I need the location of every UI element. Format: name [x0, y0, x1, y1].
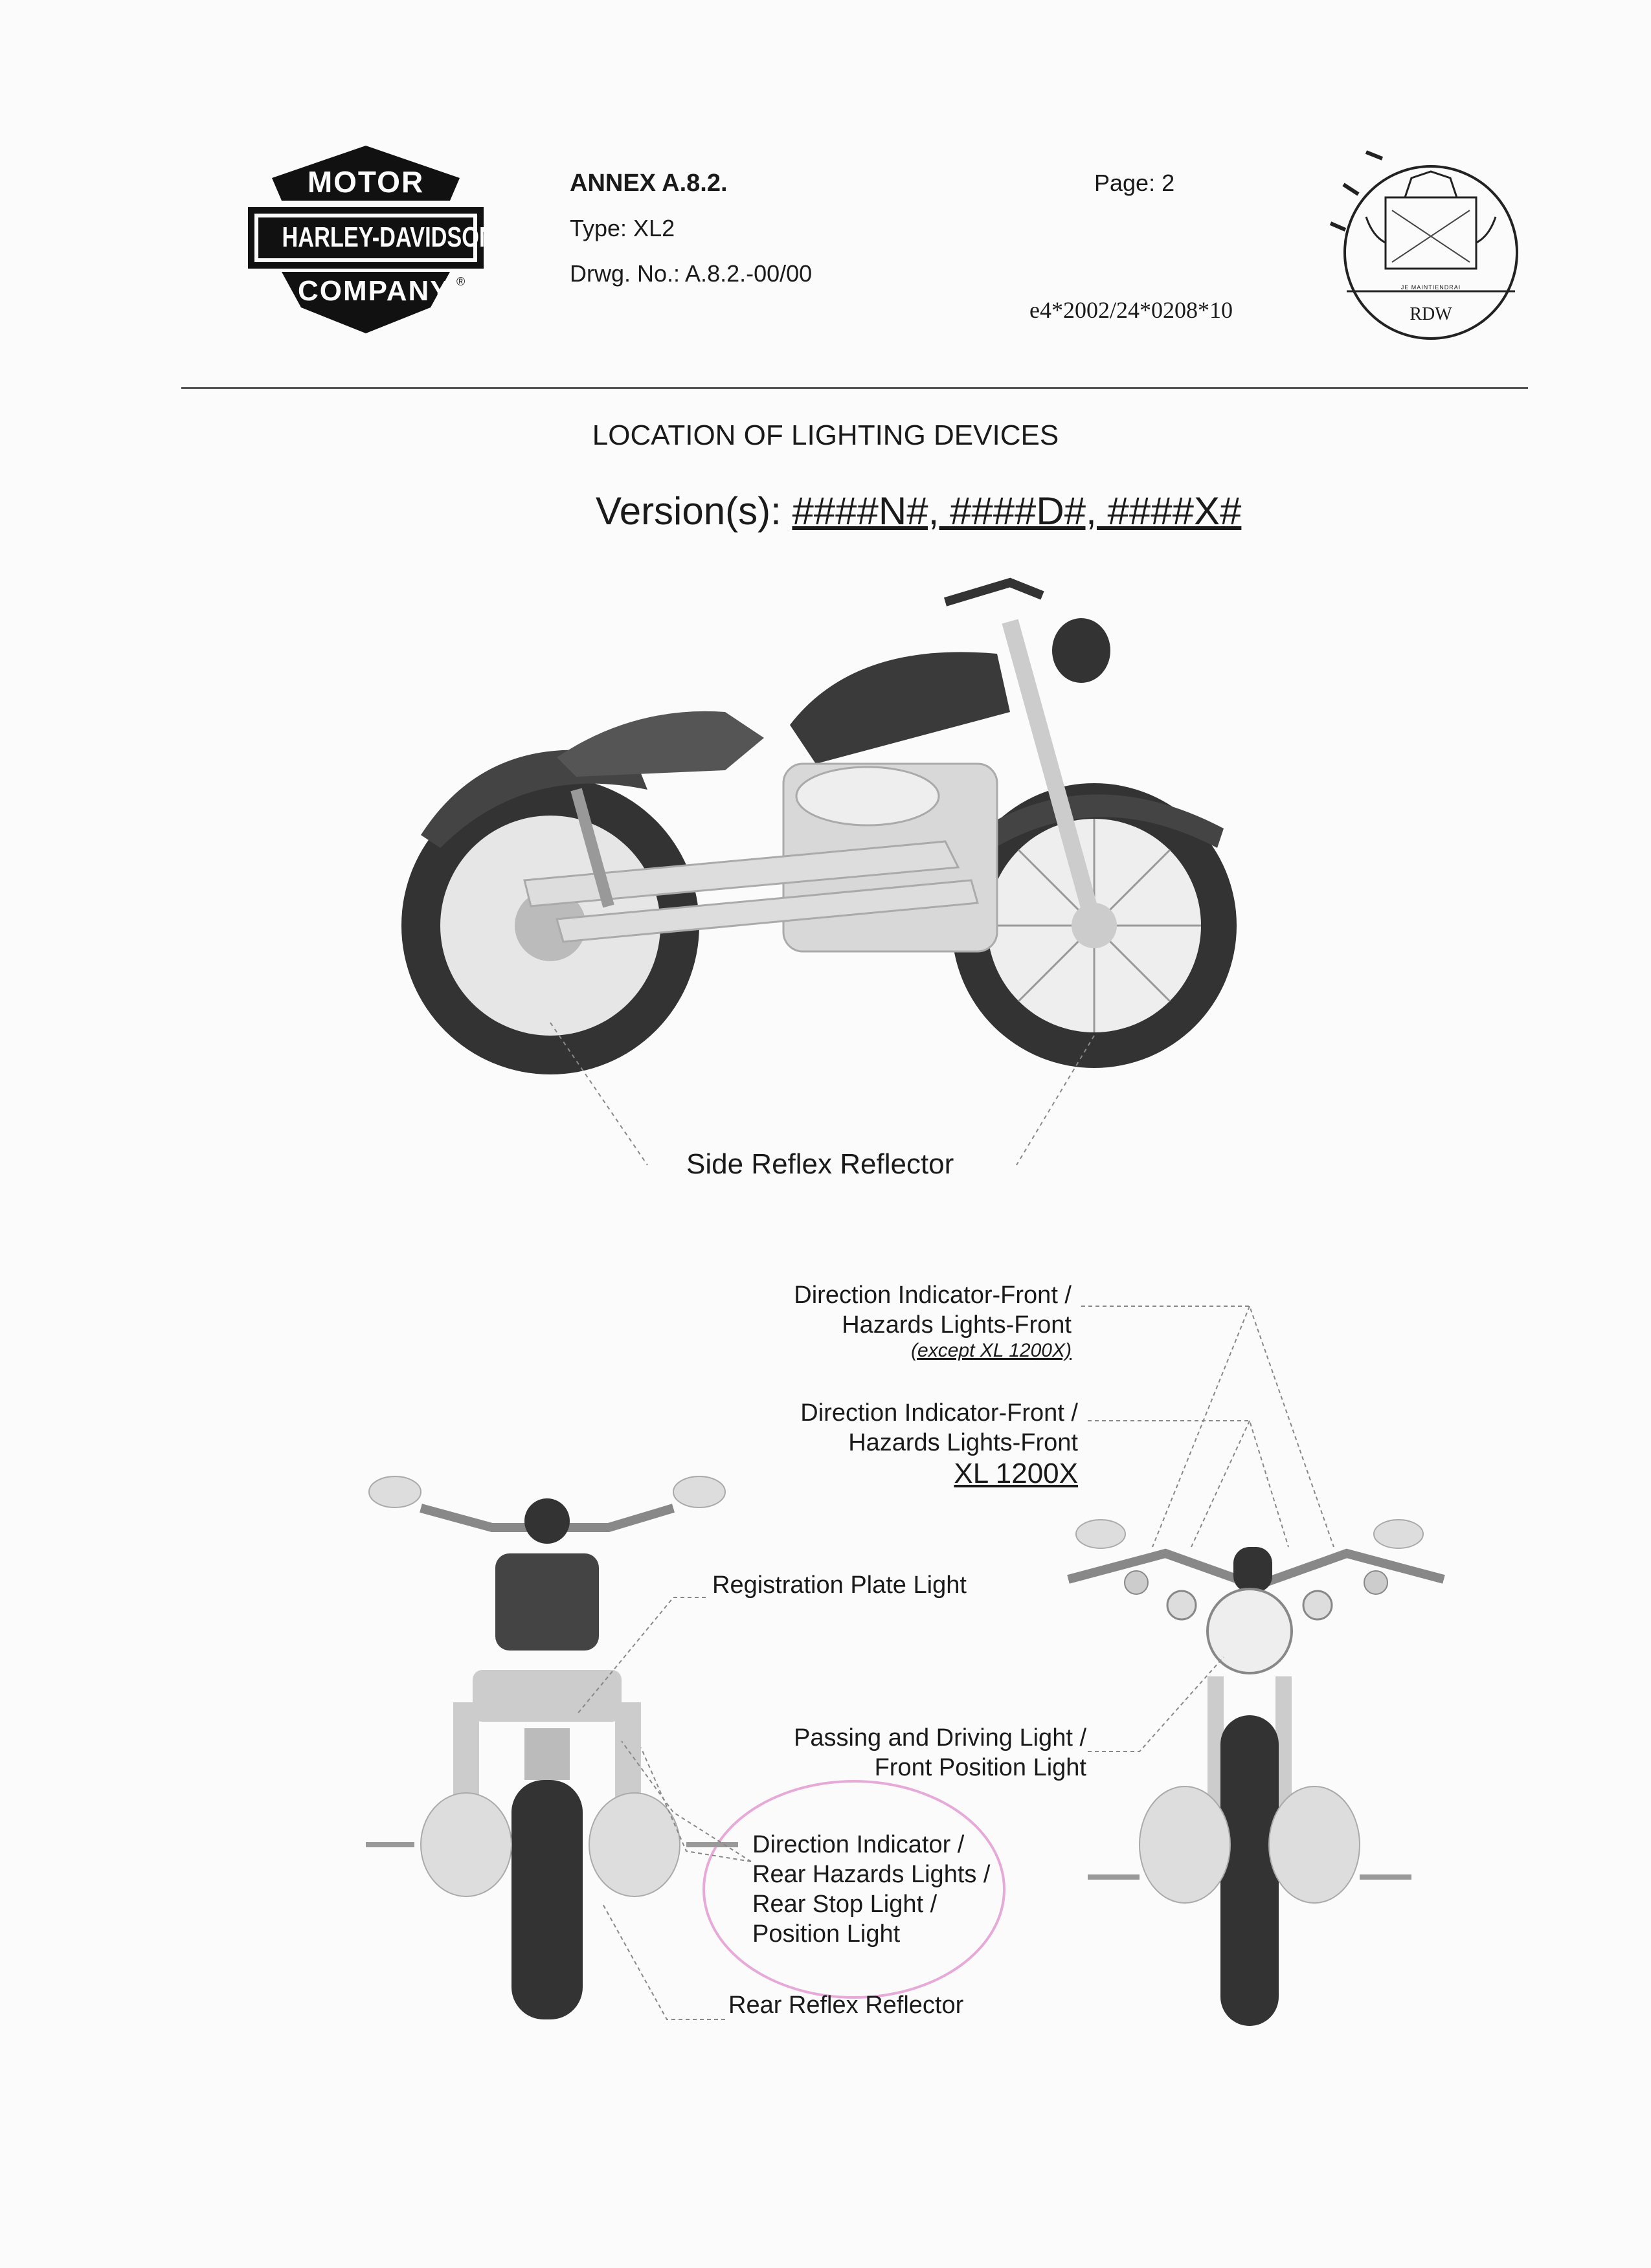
- rear-view-motorcycle: [363, 1456, 751, 2019]
- indicator-front-x-model: XL 1200X: [954, 1458, 1078, 1489]
- passing-line-1: Passing and Driving Light /: [793, 1724, 1086, 1751]
- indicator-front-label: Direction Indicator-Front / Hazards Ligh…: [745, 1280, 1072, 1362]
- logo-registered-mark: ®: [456, 275, 466, 288]
- indicator-front-x-line-2: Hazards Lights-Front: [848, 1429, 1078, 1456]
- stamp-name: RDW: [1410, 304, 1452, 324]
- indicator-front-line-1: Direction Indicator-Front /: [794, 1282, 1072, 1309]
- handwritten-pink-circle: [702, 1780, 1005, 1999]
- type-label: Type: XL2: [570, 215, 675, 241]
- logo-bottom-text: COMPANY: [298, 275, 451, 307]
- drawing-number: Drwg. No.: A.8.2.-00/00: [570, 260, 813, 287]
- registration-plate-light-label: Registration Plate Light: [712, 1572, 967, 1599]
- indicator-front-note: (except XL 1200X): [911, 1340, 1072, 1361]
- side-reflex-reflector-label: Side Reflex Reflector: [686, 1148, 954, 1180]
- versions-line: Version(s): ####N#, ####D#, ####X#: [596, 489, 1241, 533]
- rdw-stamp: JE MAINTIENDRAI RDW: [1327, 139, 1522, 353]
- indicator-front-x-label: Direction Indicator-Front / Hazards Ligh…: [745, 1398, 1078, 1490]
- front-view-motorcycle: [1062, 1508, 1450, 2026]
- header-divider: [181, 387, 1528, 389]
- page-title: LOCATION OF LIGHTING DEVICES: [592, 419, 1059, 451]
- annex-label: ANNEX A.8.2.: [570, 170, 728, 197]
- approval-number: e4*2002/24*0208*10: [1029, 297, 1233, 323]
- side-view-motorcycle: [363, 544, 1334, 1166]
- passing-line-2: Front Position Light: [874, 1754, 1086, 1781]
- versions-prefix: Version(s):: [596, 489, 781, 533]
- stamp-motto: JE MAINTIENDRAI: [1400, 284, 1461, 291]
- page-number: Page: 2: [1094, 170, 1175, 196]
- harley-davidson-logo: MOTOR HARLEY-DAVIDSON COMPANY ®: [236, 142, 495, 337]
- rear-reflex-reflector-label: Rear Reflex Reflector: [728, 1992, 964, 2019]
- indicator-front-line-2: Hazards Lights-Front: [842, 1311, 1072, 1339]
- passing-light-label: Passing and Driving Light / Front Positi…: [745, 1723, 1086, 1783]
- indicator-front-x-line-1: Direction Indicator-Front /: [800, 1399, 1078, 1427]
- versions-list: ####N#, ####D#, ####X#: [792, 489, 1242, 533]
- logo-top-text: MOTOR: [307, 165, 425, 199]
